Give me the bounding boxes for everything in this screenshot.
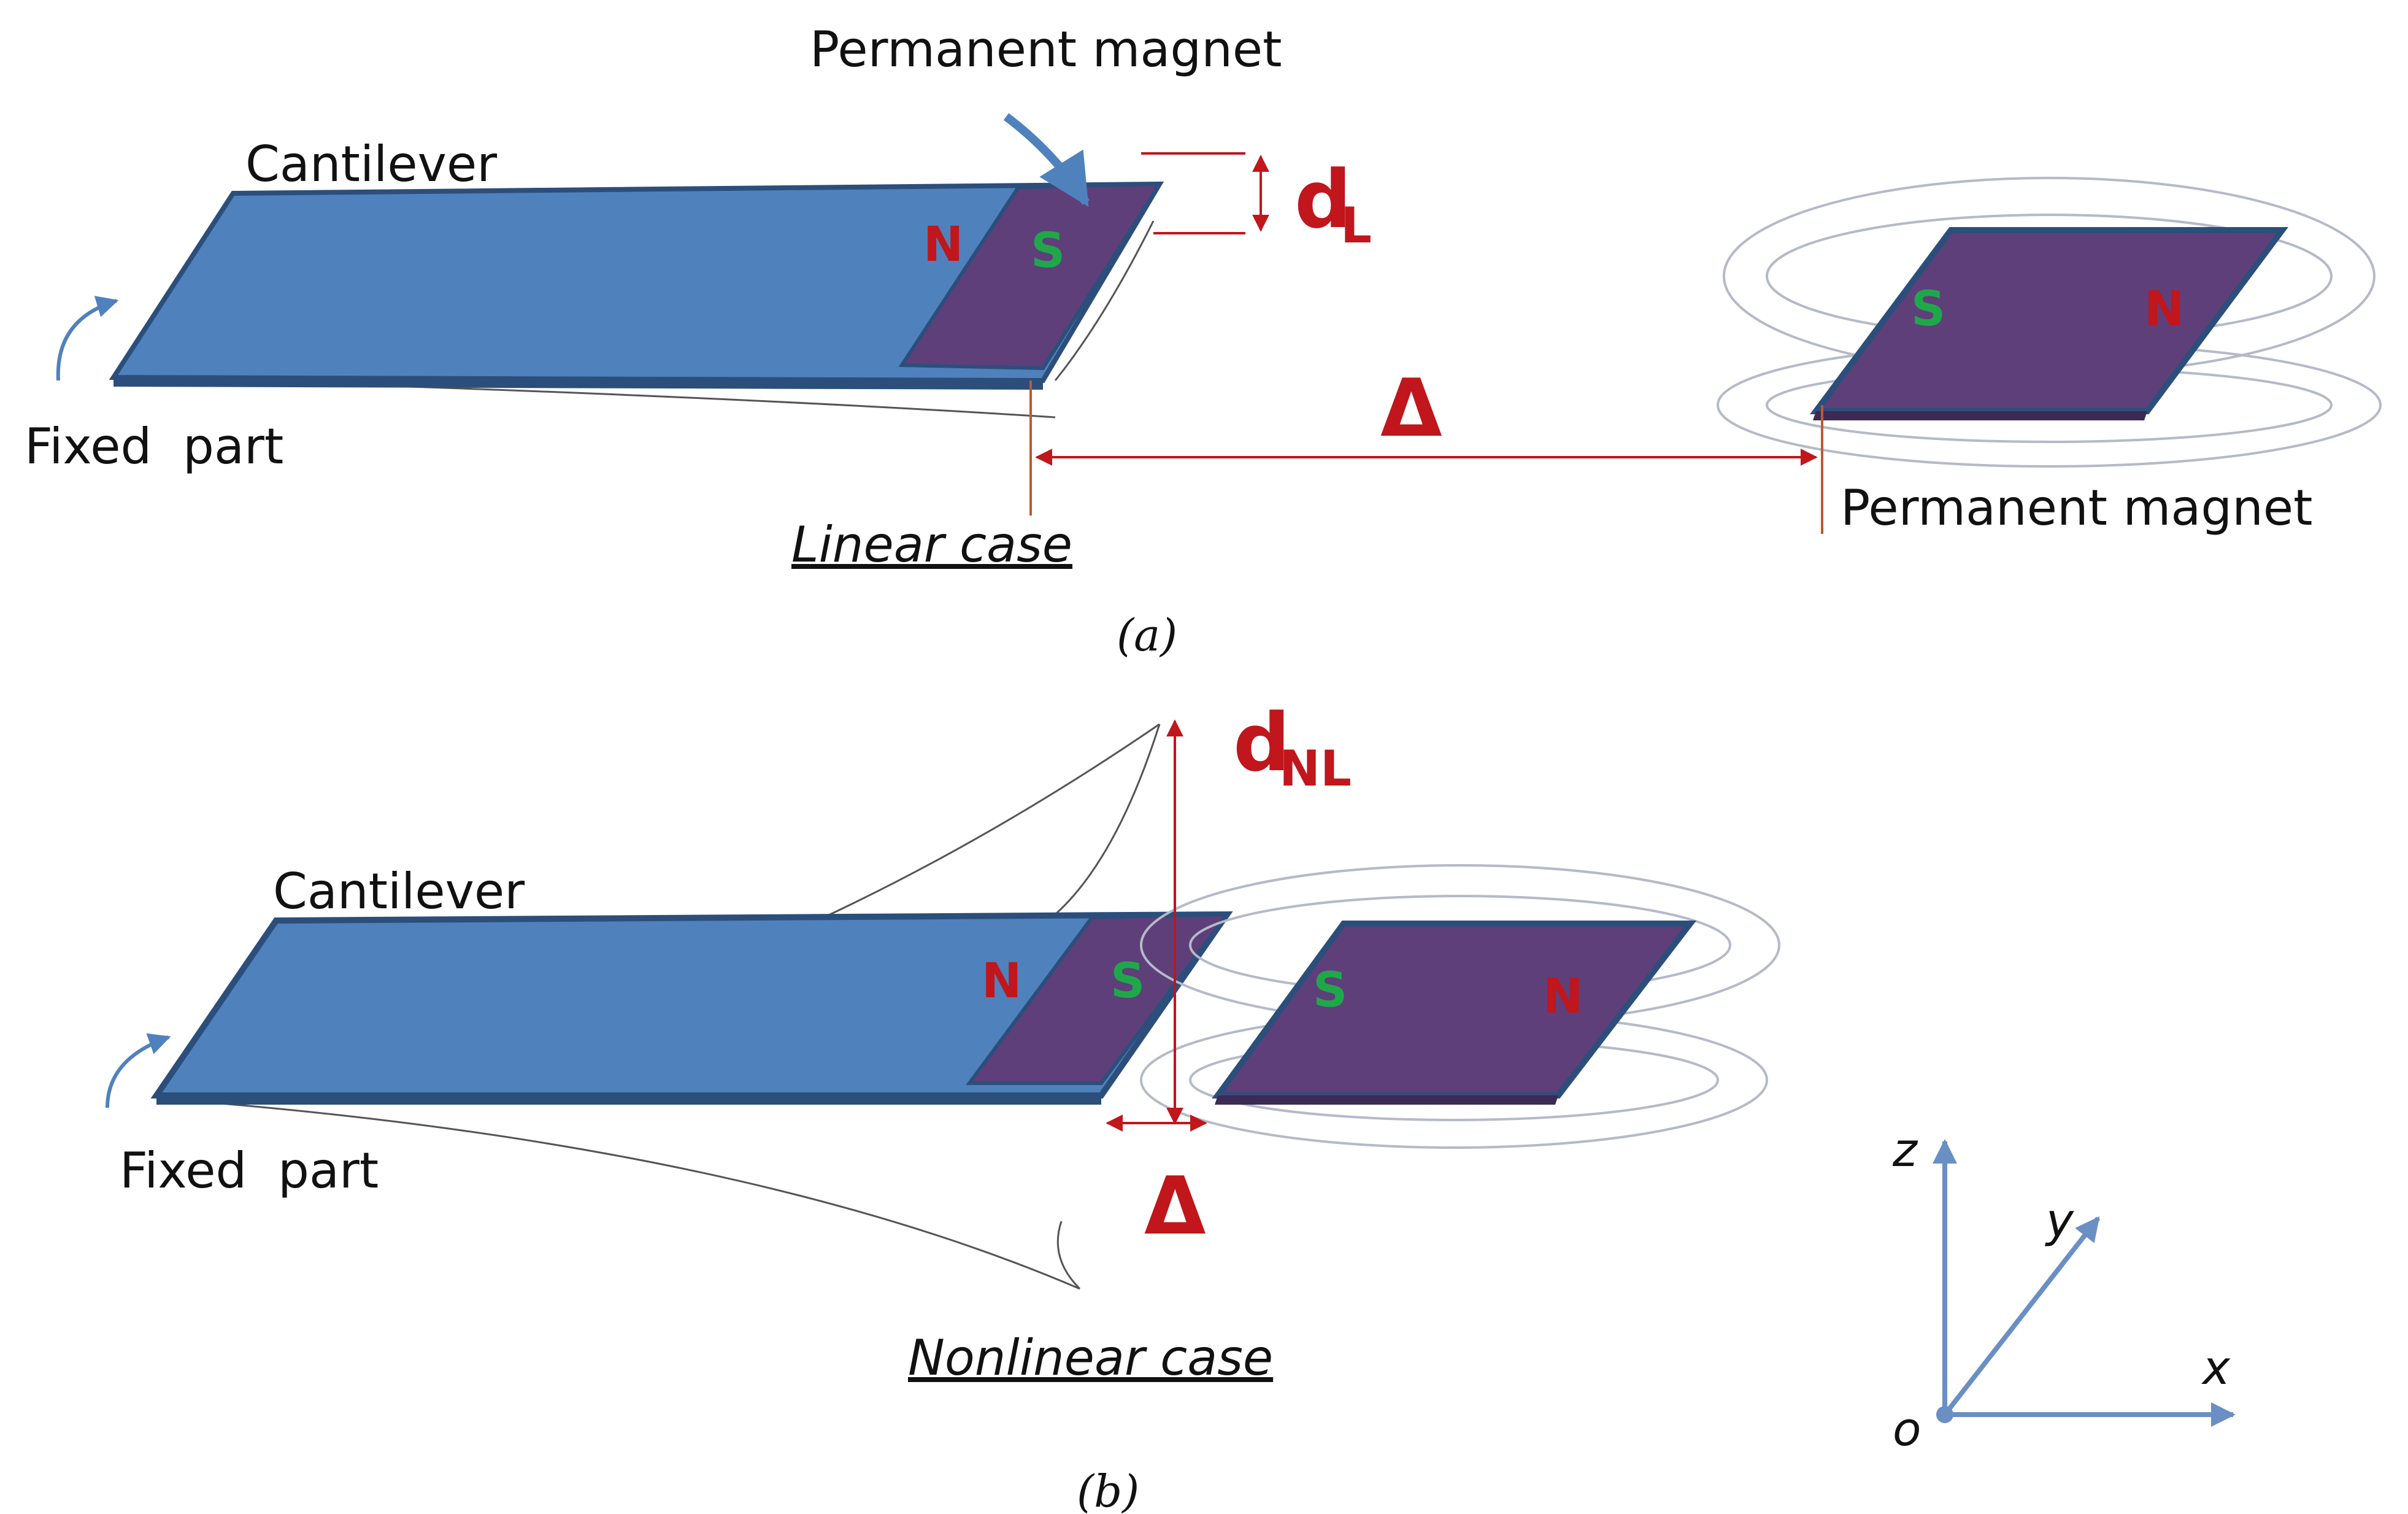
pole-n-cantilever-a: N	[923, 217, 963, 272]
origin-label: o	[1893, 1402, 1921, 1456]
dl-dimension-a	[1141, 152, 1269, 234]
delta-dimension-a	[1029, 380, 1823, 534]
fixed-part-label-a: Fixed part	[25, 418, 283, 475]
coordinate-axes: z y x o	[1892, 1122, 2236, 1456]
y-axis	[1942, 1216, 2101, 1416]
fixed-magnet-edge-b	[1215, 1095, 1558, 1105]
fixed-curve-arrow-a	[56, 296, 119, 381]
panel-a: N S S N d L Δ Cantilever Permanent magne…	[25, 21, 2382, 661]
pole-s-fixed-b: S	[1313, 963, 1347, 1018]
dnl-symbol: d	[1233, 696, 1290, 789]
origin-point	[1936, 1406, 1953, 1423]
fixed-magnet-edge-a	[1813, 411, 2147, 420]
pole-s-fixed-a: S	[1911, 282, 1945, 337]
fixed-curve-arrow-b	[106, 1033, 171, 1108]
pole-s-cantilever-a: S	[1031, 223, 1065, 279]
pole-n-cantilever-b: N	[982, 954, 1021, 1009]
magnet-top-label-a: Permanent magnet	[810, 21, 1282, 78]
cantilever-label-a: Cantilever	[245, 136, 497, 193]
pole-s-cantilever-b: S	[1110, 954, 1145, 1009]
cantilever-magnet-b	[966, 912, 1231, 1085]
cantilever-edge-b	[156, 1095, 1101, 1105]
pole-n-fixed-a: N	[2144, 282, 2184, 337]
cantilever-magnet-a	[898, 182, 1163, 371]
magnet-callout-arrow-a	[1003, 113, 1090, 207]
nonlinear-case-label: Nonlinear case	[908, 1329, 1273, 1386]
linear-case-label: Linear case	[791, 516, 1072, 573]
fixed-part-label-b: Fixed part	[120, 1142, 379, 1199]
delta-label-a: Δ	[1380, 361, 1442, 455]
dl-subscript: L	[1341, 197, 1372, 254]
cantilever-label-b: Cantilever	[273, 863, 525, 920]
dnl-subscript: NL	[1279, 740, 1352, 797]
z-axis-label: z	[1892, 1122, 1918, 1177]
x-axis-label: x	[2201, 1340, 2231, 1395]
dl-symbol: d	[1294, 153, 1352, 246]
magnet-right-label-a: Permanent magnet	[1841, 479, 2313, 536]
delta-label-b: Δ	[1144, 1159, 1206, 1253]
fixed-magnet-b	[1212, 921, 1697, 1099]
fixed-magnet-a	[1810, 227, 2288, 414]
pole-n-fixed-b: N	[1543, 969, 1583, 1024]
panel-b: N S S N d NL Δ Cantilever Fixed part Non…	[106, 696, 1780, 1514]
cantilever-edge-a	[113, 377, 1043, 390]
y-axis-label: y	[2045, 1193, 2074, 1248]
panel-a-label: (a)	[1117, 609, 1177, 661]
panel-b-label: (b)	[1077, 1466, 1139, 1514]
